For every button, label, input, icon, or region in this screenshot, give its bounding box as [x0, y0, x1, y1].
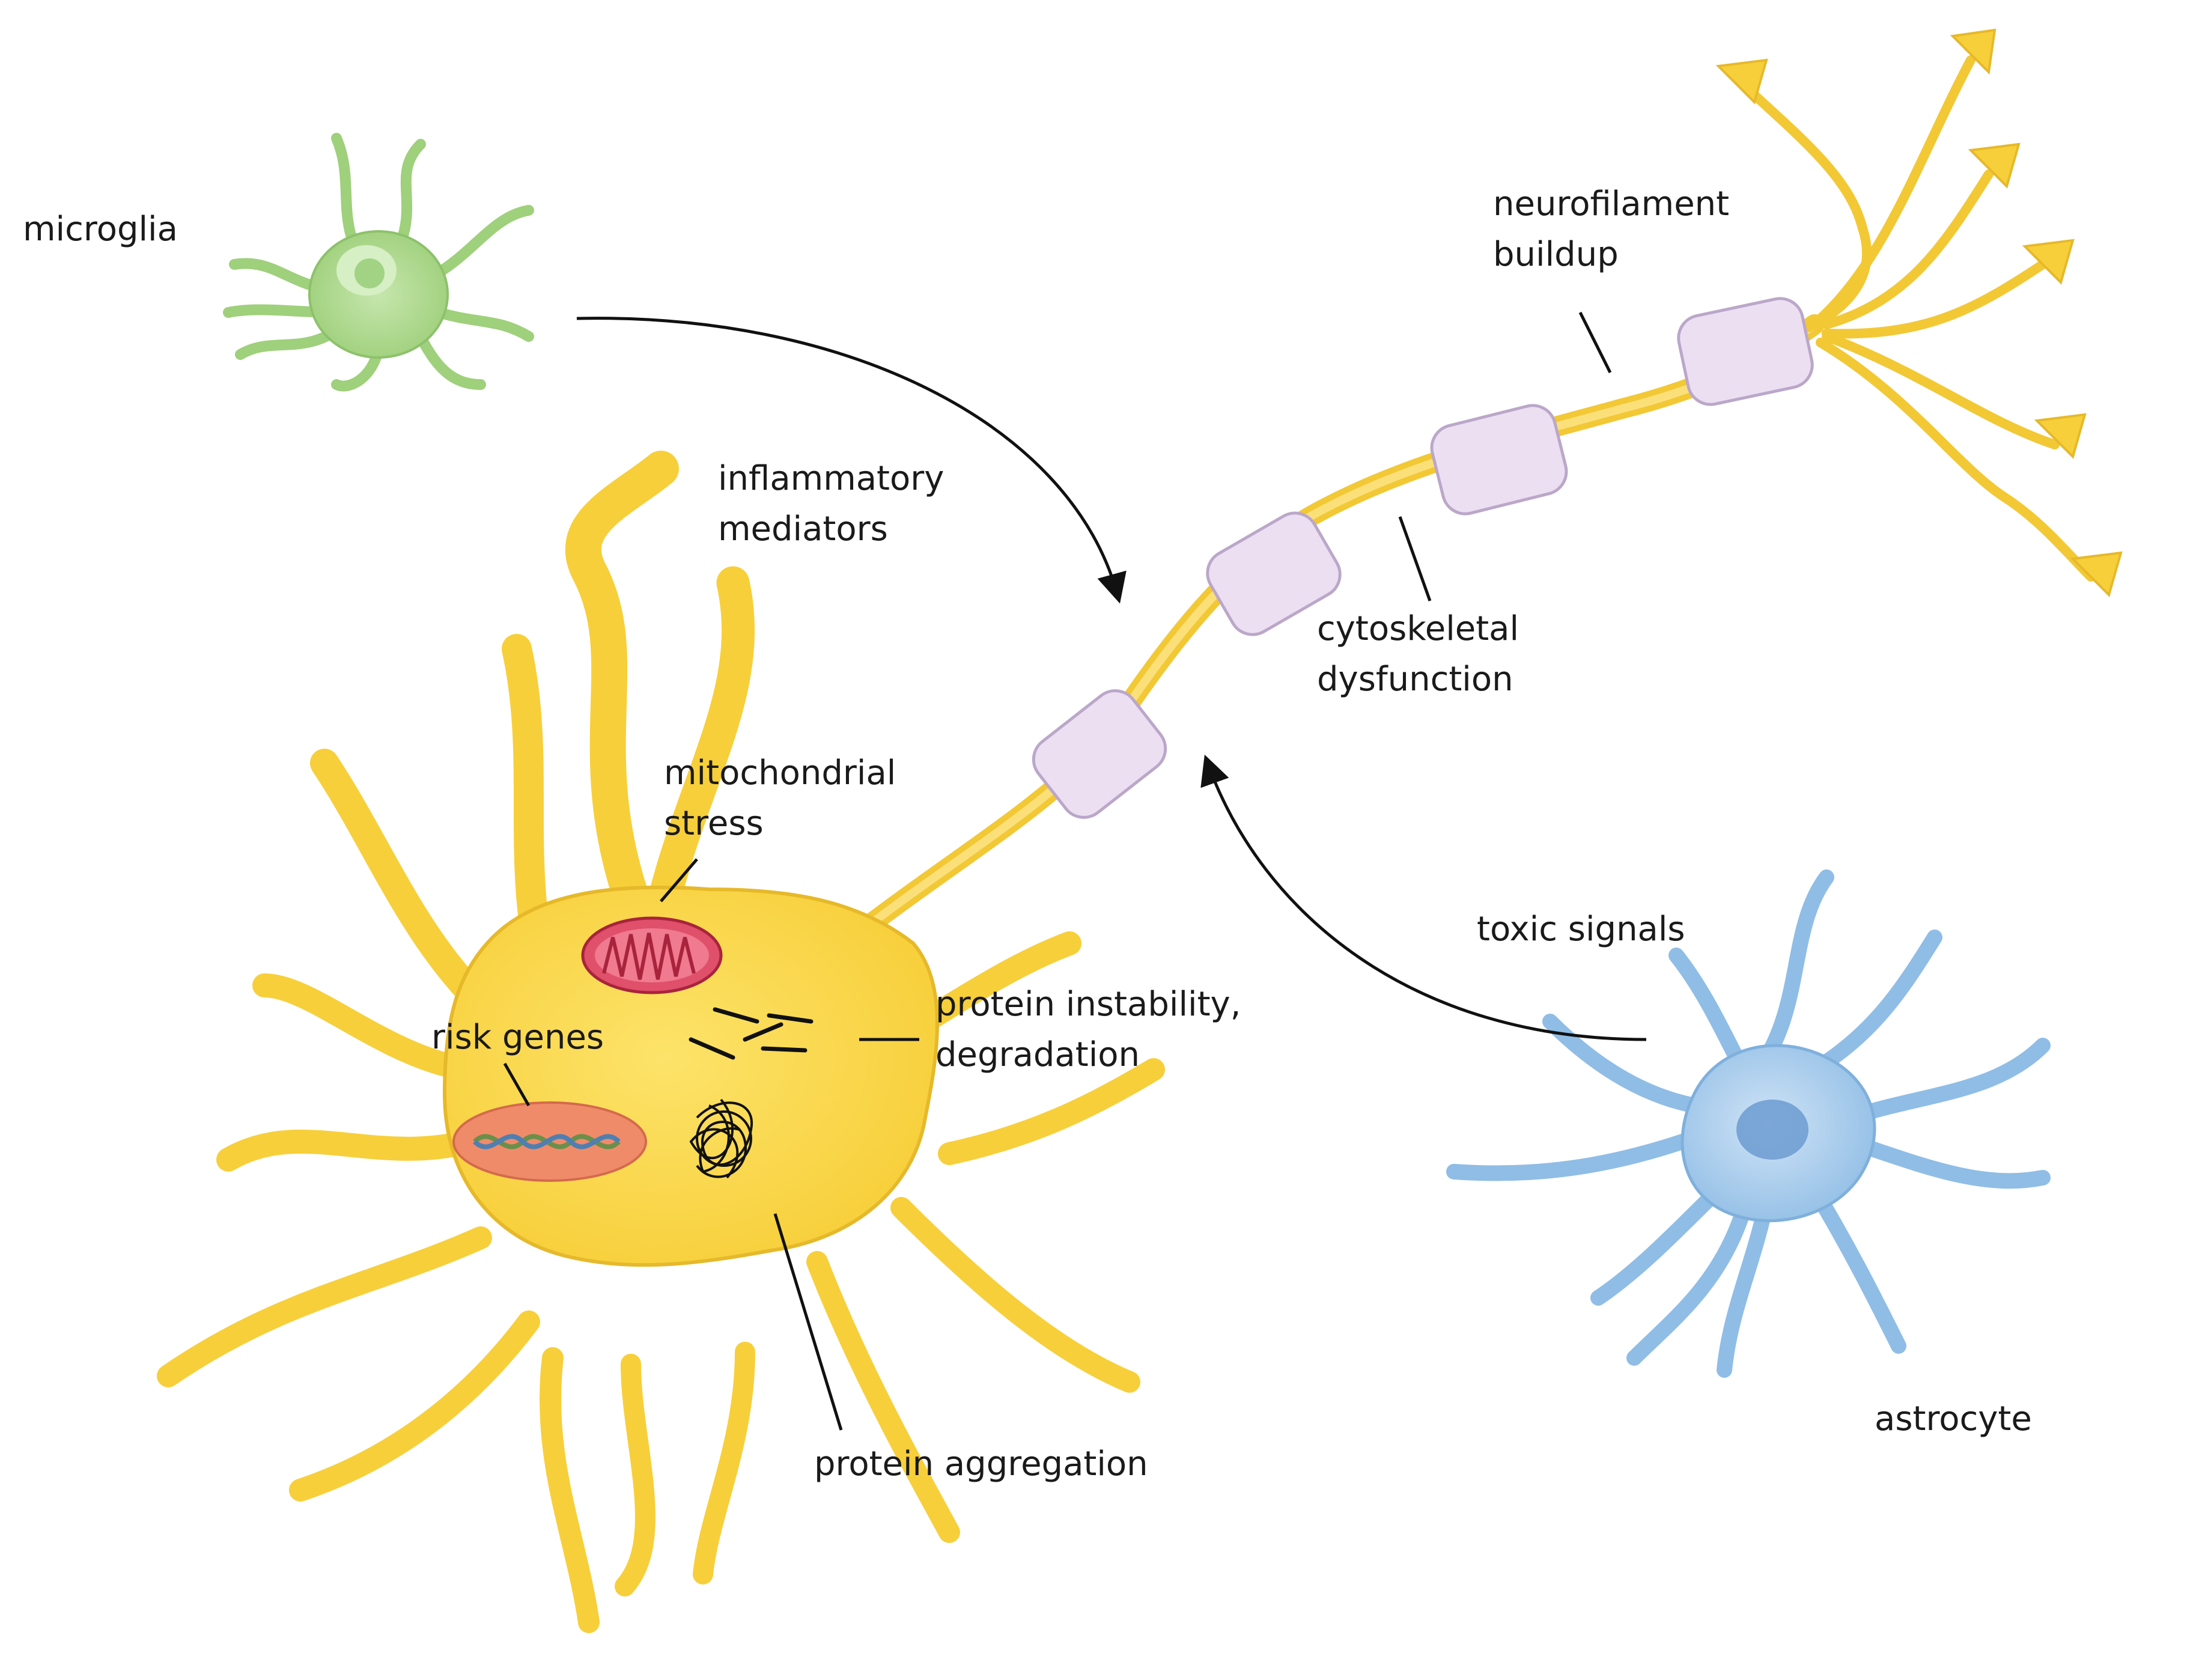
risk-genes-leader: [503, 1062, 531, 1107]
mitochondrial-leader: [660, 858, 698, 902]
protein-aggregation-label: protein aggregation: [814, 1444, 1148, 1484]
neurofilament-leader: [1578, 311, 1612, 374]
toxic-signals-label: toxic signals: [1477, 910, 1685, 949]
inflammatory-mediators-label: inflammatory mediators: [718, 459, 955, 549]
neurofilament-buildup-label: neurofilament buildup: [1493, 184, 1740, 274]
protein-aggregate: [689, 1098, 753, 1179]
cytoskeletal-dysfunction-label: cytoskeletal dysfunction: [1317, 609, 1530, 699]
leader-lines: [503, 311, 1612, 1431]
mitochondria: [581, 916, 723, 994]
labels: microglia astrocyte inflammatory mediato…: [23, 184, 2032, 1484]
axon-terminals: [1738, 55, 2096, 582]
protein-aggregation-leader: [773, 1213, 843, 1431]
myelin-sheaths: [1032, 297, 1814, 819]
microglia-cell: [223, 133, 534, 392]
synaptic-boutons: [1715, 28, 2123, 597]
protein-instability-label: protein instability, degradation: [935, 985, 1252, 1074]
cytoskeletal-leader: [1398, 516, 1432, 601]
toxic-signals-arrow: [1200, 754, 1647, 1041]
inflammatory-arrow: [576, 317, 1127, 604]
nucleus: [452, 1101, 647, 1182]
microglia-label: microglia: [23, 210, 178, 249]
mitochondrial-stress-label: mitochondrial stress: [664, 753, 907, 843]
protein-fragments: [689, 1007, 814, 1060]
risk-genes-label: risk genes: [431, 1018, 604, 1057]
neuron-dendrites: [157, 451, 1165, 1633]
astrocyte-cell: [1446, 869, 2051, 1378]
astrocyte-label: astrocyte: [1875, 1399, 2032, 1438]
arrows: [576, 317, 1647, 1041]
